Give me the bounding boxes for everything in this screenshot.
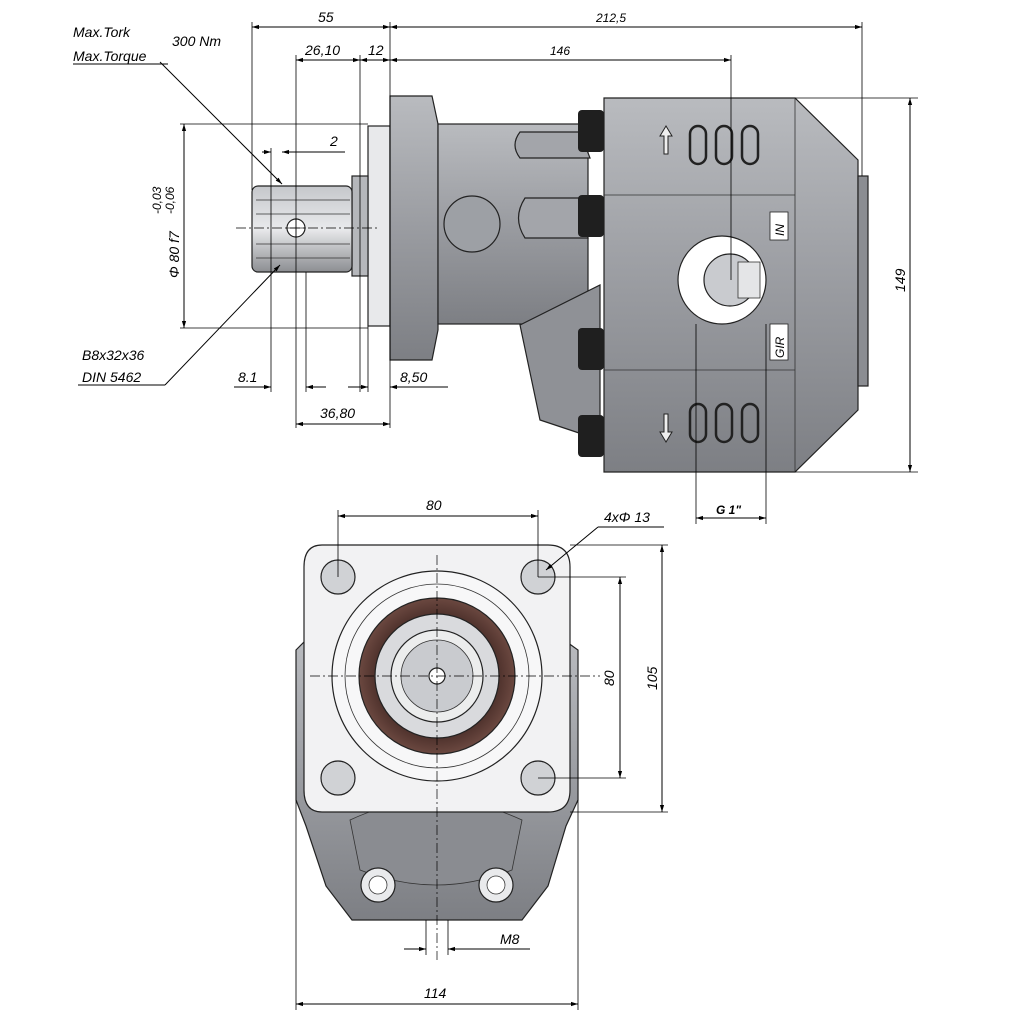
spline-standard-label: DIN 5462 [82,369,141,385]
bolt-thread-label: M8 [500,931,520,947]
dim-8-1: 8.1 [238,369,257,385]
max-torque-label: Max.Torque [73,48,147,64]
slot-pattern-top [688,124,760,166]
dim-80-vertical: 80 [601,670,617,686]
knob-3 [578,328,604,370]
torque-value: 300 Nm [172,33,221,49]
port-gir-label: GIR [773,336,787,358]
shaft-tol-lower: -0,06 [163,186,177,214]
dim-12: 12 [368,42,384,58]
front-view-dimensions: 80 80 105 114 M8 4xΦ 13 [295,497,668,1010]
port-thread-label: G 1" [716,503,741,517]
flow-arrow-icon [659,125,673,155]
port-in-label: IN [773,224,787,236]
shaft-diameter-label: Φ 80 f7 [166,230,182,278]
dim-80-horizontal: 80 [426,497,442,513]
upper-boss [514,131,591,159]
spline-type-label: B8x32x36 [82,347,144,363]
max-tork-label: Max.Tork [73,24,131,40]
mounting-plate [367,125,391,327]
flange [389,95,439,361]
dim-26-10: 26,10 [304,42,340,58]
middle-boss [517,197,589,239]
dim-36-80: 36,80 [320,405,355,421]
shaft-tol-upper: -0,03 [150,186,164,214]
dim-149: 149 [892,268,908,292]
knob-1 [578,110,604,152]
dim-114: 114 [424,985,447,1001]
slot-pattern-bottom [688,402,760,444]
flange-hole-bl [320,760,356,796]
dim-212-5: 212,5 [595,11,626,25]
dim-8-50: 8,50 [400,369,427,385]
dim-55: 55 [318,9,334,25]
front-view [295,544,600,960]
dim-146: 146 [550,44,570,58]
dim-105: 105 [644,666,660,690]
flow-arrow-down-icon [659,413,673,443]
side-view-dimensions: 55 212,5 26,10 12 146 2 149 Φ 80 f7 -0,0… [73,9,918,524]
neck-port [443,195,501,253]
knob-2 [578,195,604,237]
holes-label: 4xΦ 13 [604,509,650,525]
knob-4 [578,415,604,457]
dim-2: 2 [329,133,338,149]
